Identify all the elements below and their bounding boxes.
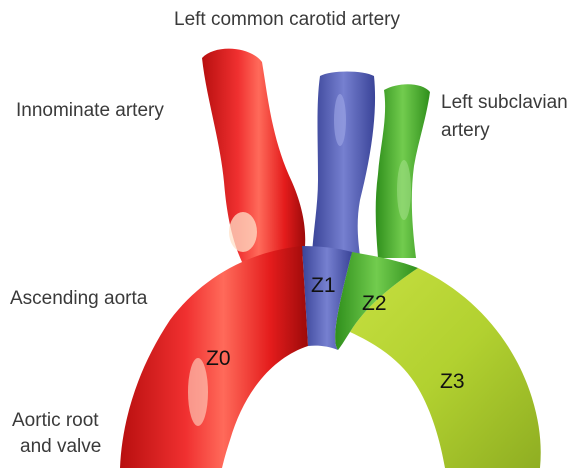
label-ascending-aorta: Ascending aorta [10,287,147,311]
label-left-common-carotid: Left common carotid artery [174,8,400,32]
label-aortic-root-line1: Aortic root [12,409,99,433]
zone-label-z1: Z1 [311,274,336,297]
zone-label-z2: Z2 [362,292,387,315]
label-left-subclavian-line1: Left subclavian [441,91,568,115]
label-left-subclavian-line2: artery [441,119,490,143]
label-aortic-root-line2: and valve [20,435,101,459]
label-innominate-artery: Innominate artery [16,99,164,123]
zone-label-z0: Z0 [206,347,231,370]
zone-label-z3: Z3 [440,370,465,393]
